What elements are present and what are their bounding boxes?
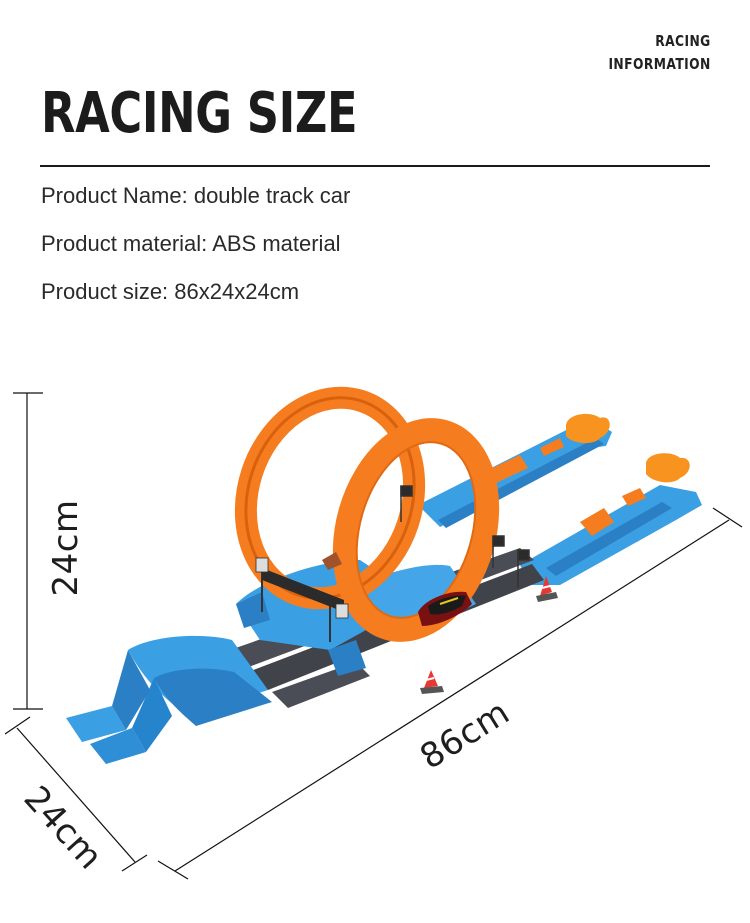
title-divider [40,165,710,167]
spec-product-name: Product Name: double track car [41,183,351,208]
length-dimension-line [157,507,743,880]
race-car-front [418,591,472,626]
back-loop [234,386,426,610]
height-dimension-label: 24cm [46,499,86,597]
height-dimension-line [13,392,43,710]
spec-list: Product Name: double track car Product m… [41,184,350,328]
front-launcher [520,453,702,585]
race-track-illustration [66,386,702,764]
start-ramps [66,635,272,764]
traffic-cone-2 [420,670,444,694]
track-flags [400,485,530,588]
section-tag: RACING INFORMATION [609,30,711,76]
section-tag-line-1: RACING [655,32,711,50]
depth-dimension-line [4,716,148,872]
page-title: RACING SIZE [41,81,358,146]
race-car-back [322,552,342,570]
section-tag-line-2: INFORMATION [608,55,711,73]
finish-gate [255,557,349,642]
spec-product-material: Product material: ABS material [41,231,341,256]
front-loop [332,418,500,642]
spec-product-size: Product size: 86x24x24cm [41,279,300,304]
traffic-cone-1 [536,576,558,602]
